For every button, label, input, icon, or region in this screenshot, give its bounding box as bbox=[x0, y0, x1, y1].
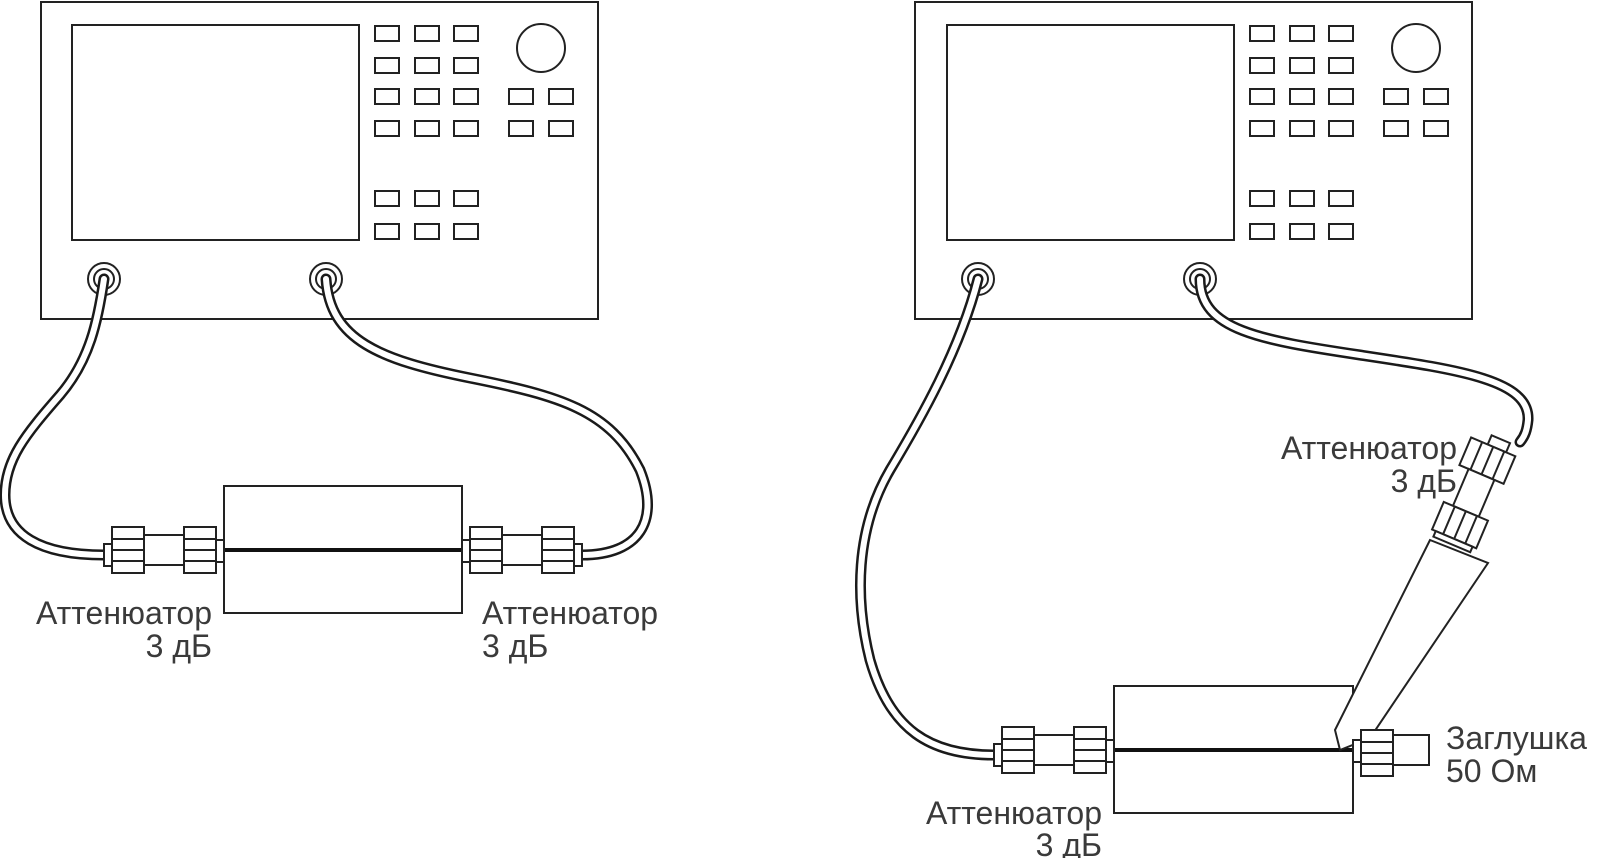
cable-right-1 bbox=[854, 273, 1000, 761]
right-setup: Аттенюатор 3 дБ Заглушка 50 Ом Аттенюато… bbox=[854, 1, 1587, 858]
attenuator-left-label-line1: Аттенюатор bbox=[36, 595, 212, 631]
analyzer-knob bbox=[1391, 23, 1441, 73]
analyzer-screen bbox=[946, 24, 1235, 241]
attenuator-right-label-line2: 3 дБ bbox=[482, 628, 548, 664]
terminator-50-ohm bbox=[1352, 729, 1430, 777]
network-analyzer-right bbox=[914, 1, 1473, 320]
terminator-label-line1: Заглушка bbox=[1446, 720, 1587, 756]
attenuator-right-label-line1: Аттенюатор bbox=[482, 595, 658, 631]
attenuator-bottom-connectors bbox=[993, 726, 1115, 774]
attenuator-left-connectors bbox=[103, 526, 225, 574]
analyzer-screen bbox=[71, 24, 360, 241]
cable-left-2 bbox=[320, 273, 653, 561]
attenuator-bottom-label-line2: 3 дБ bbox=[1036, 827, 1102, 858]
attenuator-top-assembly bbox=[1430, 433, 1517, 554]
attenuator-top-label-line2: 3 дБ bbox=[1391, 463, 1457, 499]
probe-body bbox=[1333, 538, 1490, 752]
analyzer-knob bbox=[516, 23, 566, 73]
attenuator-bottom-label-line1: Аттенюатор bbox=[926, 795, 1102, 831]
cable-left-1 bbox=[0, 273, 110, 561]
cable-right-2 bbox=[1194, 273, 1534, 448]
left-setup: Аттенюатор 3 дБ Аттенюатор 3 дБ bbox=[0, 1, 658, 664]
attenuator-left-label-line2: 3 дБ bbox=[146, 628, 212, 664]
attenuator-top-label-line1: Аттенюатор bbox=[1281, 430, 1457, 466]
attenuator-right-connectors bbox=[461, 526, 583, 574]
device-under-test-left bbox=[218, 485, 468, 614]
network-analyzer-left bbox=[40, 1, 599, 320]
terminator-label-line2: 50 Ом bbox=[1446, 753, 1537, 789]
device-under-test-right bbox=[1108, 685, 1358, 814]
